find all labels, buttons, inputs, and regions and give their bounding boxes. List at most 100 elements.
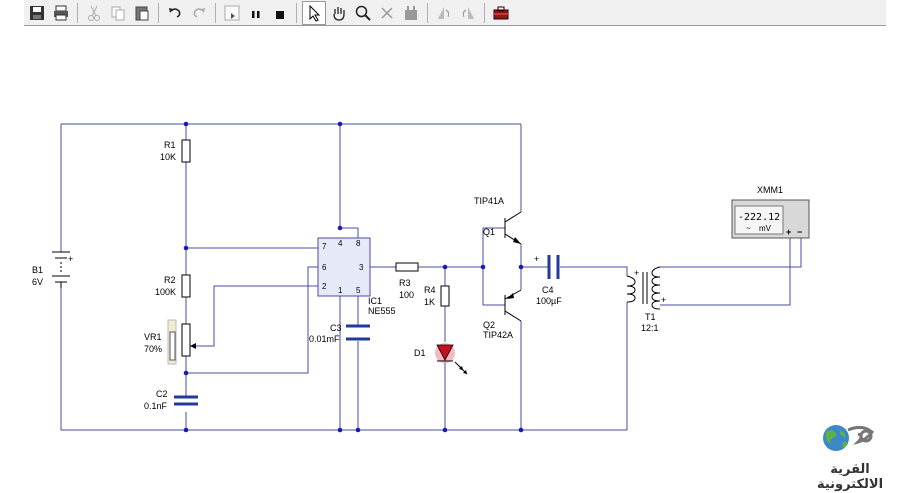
r2-ref: R2 [164,275,176,285]
hand-button[interactable] [328,2,350,24]
r3-value: 100 [399,290,414,300]
q2-ref: Q2 [483,320,495,330]
save-icon [30,5,44,20]
ic-pin-2: 2 [322,282,327,291]
transformer-t1[interactable]: + + T1 12:1 [626,266,666,333]
stop-button[interactable] [269,2,291,24]
ic-ne555[interactable]: 7 4 8 6 3 2 1 5 IC1 NE555 [317,237,396,316]
toolbar-separator [158,2,159,23]
t1-primary-plus: + [634,268,639,278]
d1-ref: D1 [414,348,426,358]
junction-nodes [183,121,524,433]
c4-value: 100µF [536,296,562,306]
potentiometer-vr1[interactable]: VR1 70% [144,319,196,365]
q1-ref: Q1 [483,227,495,237]
xmm1-unit: mV [759,224,772,233]
pause-icon [252,10,260,18]
pause-button[interactable] [245,2,267,24]
q1-value: TIP41A [474,196,504,206]
zoom-button[interactable] [352,2,374,24]
resistor-r4[interactable]: R4 1K [424,285,450,307]
stop-icon [276,10,284,19]
ic-pin-6: 6 [322,263,327,272]
battery-plus-sign: + [68,254,73,264]
ic1-value: NE555 [368,306,396,316]
r4-ref: R4 [424,285,436,295]
paste-button[interactable] [131,2,153,24]
hand-icon [333,6,345,21]
ic-pin-3: 3 [359,263,364,272]
step-icon [224,5,240,20]
resistor-r3[interactable]: R3 100 [395,262,419,300]
toolbox-button[interactable] [490,2,512,24]
toolbar-separator [215,2,216,23]
print-button[interactable] [50,2,72,24]
t1-secondary-plus: + [661,295,666,305]
save-button[interactable] [26,2,48,24]
c3-value: 0.01mF [309,334,340,344]
q2-value: TIP42A [483,330,513,340]
c3-ref: C3 [330,323,342,333]
transistor-q2[interactable]: Q2 TIP42A [483,289,522,340]
multimeter-xmm1[interactable]: XMM1 -222.12 ~ mV + − [731,185,810,239]
toolbar-separator [296,2,297,23]
ic1-ref: IC1 [368,296,382,306]
t1-value: 12:1 [641,323,659,333]
resistor-r1[interactable]: R1 10K [160,139,191,163]
logo-globe-icon [823,425,875,451]
battery-b1[interactable]: + B1 6V [32,251,73,288]
zoom-icon [355,5,371,21]
logo-text: القرية الالكترونية [816,462,884,492]
step-button[interactable] [221,2,243,24]
t1-ref: T1 [645,312,656,322]
copy-button[interactable] [107,2,129,24]
c2-value: 0.1nF [144,401,168,411]
xmm1-minus-terminal: − [797,227,802,237]
b1-value: 6V [32,277,43,287]
cut-icon [88,5,100,21]
rotate-right-button[interactable] [457,2,479,24]
ic-pin-7: 7 [322,242,327,251]
xmm1-plus-terminal: + [786,227,791,237]
print-icon [54,5,68,20]
xmm1-mode: ~ [746,224,751,233]
pointer-button[interactable] [302,0,326,25]
c4-plus-sign: + [534,254,539,264]
toolbar-separator [484,2,485,23]
components-icon [405,5,417,20]
rotate-right-icon [462,6,474,19]
c2-ref: C2 [156,389,168,399]
ic-pin-1: 1 [338,286,343,295]
capacitor-c4[interactable]: + C4 100µF [534,254,562,306]
rotate-left-icon [438,6,450,19]
redo-icon [193,7,205,18]
xmm1-reading: -222.12 [738,212,780,223]
cut-button[interactable] [83,2,105,24]
r4-value: 1K [424,297,435,307]
components-button[interactable] [400,2,422,24]
ic-pin-8: 8 [356,239,361,248]
pointer-icon [309,4,321,22]
vr1-ref: VR1 [144,332,162,342]
r2-value: 100K [155,287,176,297]
delete-button[interactable] [376,2,398,24]
toolbar-separator [427,2,428,23]
ic-pin-5: 5 [356,286,361,295]
toolbar [24,0,886,26]
transistor-q1[interactable]: TIP41A Q1 [474,196,522,245]
r1-value: 10K [160,152,176,162]
capacitor-c2[interactable]: C2 0.1nF [144,389,198,411]
redo-button[interactable] [188,2,210,24]
led-d1[interactable]: D1 [414,343,468,375]
ic-pin-4: 4 [338,239,343,248]
rotate-left-button[interactable] [433,2,455,24]
paste-icon [135,6,149,20]
undo-icon [169,7,181,18]
b1-ref: B1 [32,265,43,275]
r1-ref: R1 [164,140,176,150]
copy-icon [111,6,125,20]
undo-button[interactable] [164,2,186,24]
resistor-r2[interactable]: R2 100K [155,274,191,298]
capacitor-c3[interactable]: C3 0.01mF [309,323,370,344]
